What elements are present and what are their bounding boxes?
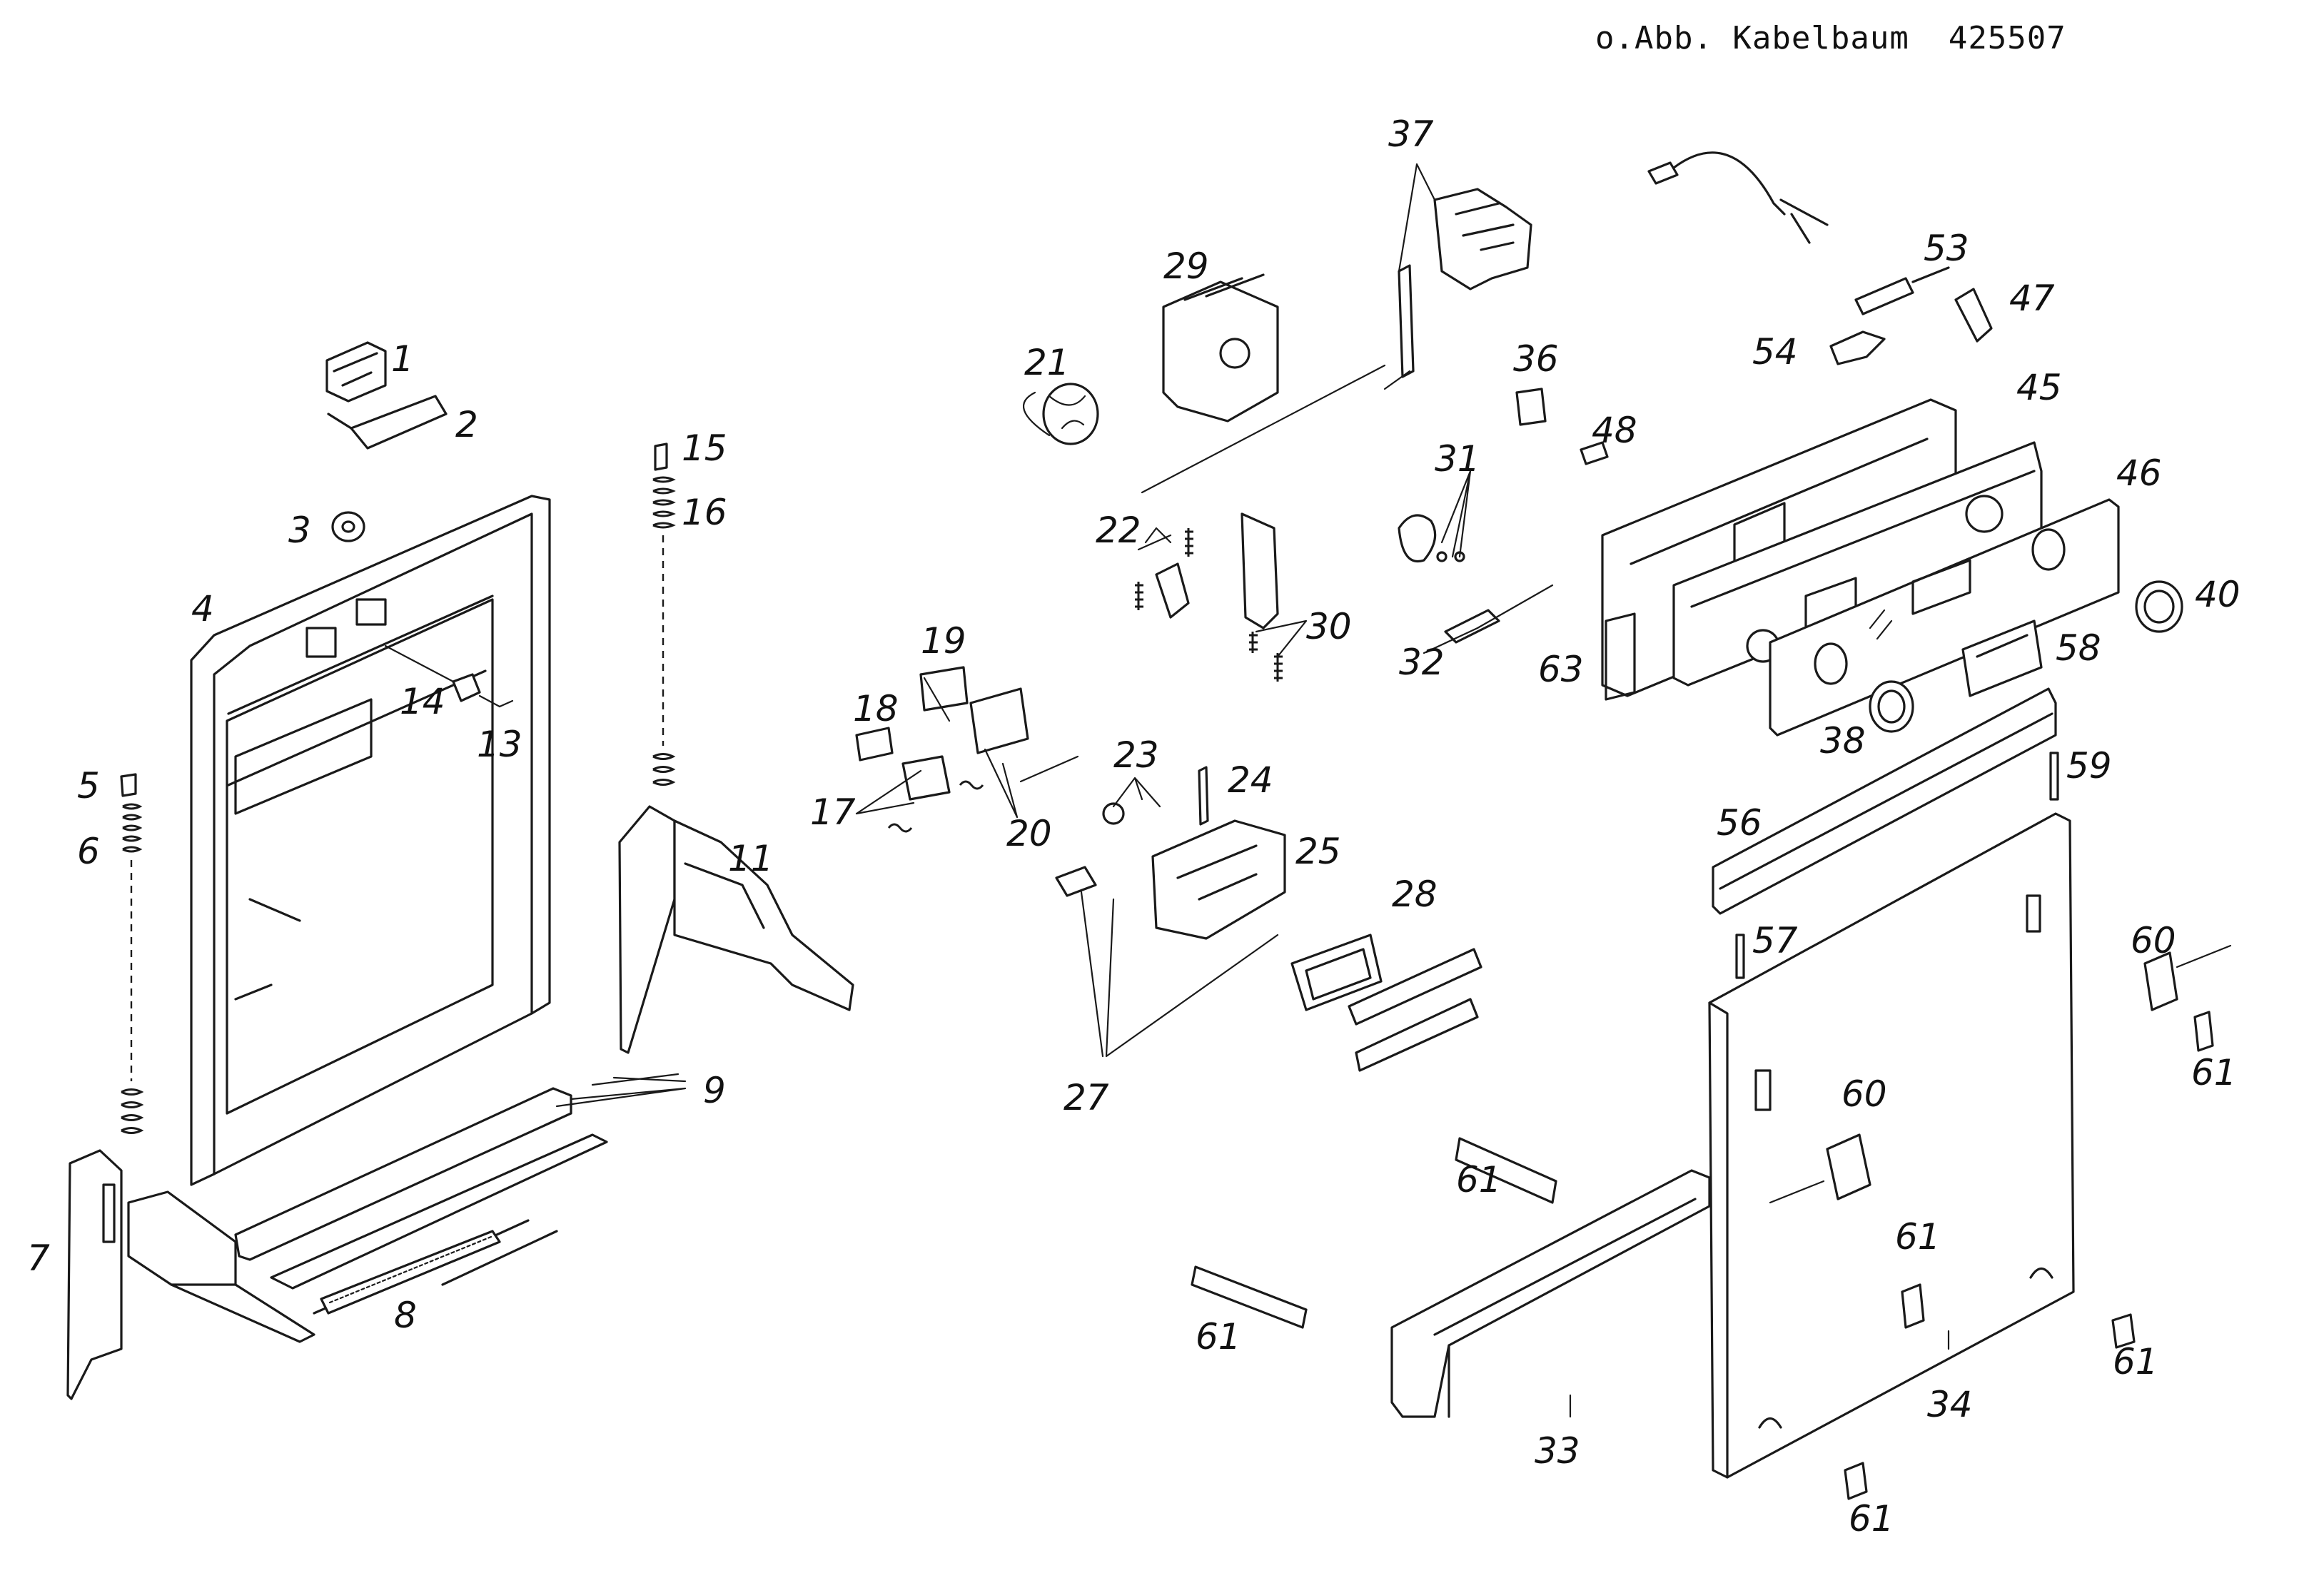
knob-40-part xyxy=(2135,580,2183,633)
timer-wheel-part xyxy=(1022,383,1099,445)
callout-32: 32 xyxy=(1399,642,1445,683)
indicator-lamps-part xyxy=(855,666,1079,833)
leader-lines xyxy=(591,163,1950,1418)
right-spring-part xyxy=(652,442,676,786)
fixing-clips-61-part xyxy=(1191,1011,2214,1500)
callout-33: 33 xyxy=(1535,1430,1580,1472)
callout-22: 22 xyxy=(1096,510,1141,551)
callout-63: 63 xyxy=(1538,649,1584,690)
callout-3: 3 xyxy=(288,510,311,551)
callout-4: 4 xyxy=(191,588,214,629)
callout-9: 9 xyxy=(703,1070,726,1111)
callout-45: 45 xyxy=(2016,367,2062,408)
callout-46: 46 xyxy=(2116,452,2162,494)
callout-48: 48 xyxy=(1592,410,1637,451)
callout-29: 29 xyxy=(1163,246,1209,287)
callout-5: 5 xyxy=(77,765,100,806)
fuse-holder-part xyxy=(1515,388,1609,465)
callout-61f: 61 xyxy=(1849,1498,1894,1539)
door-lock-60-part xyxy=(1769,944,2232,1204)
frame-28-part xyxy=(1290,934,1482,1072)
bottom-rail-part xyxy=(234,1087,687,1315)
callout-59: 59 xyxy=(2066,745,2112,786)
callout-labels: 1 2 3 4 5 6 7 8 9 11 13 14 15 16 17 18 1… xyxy=(27,113,2240,1539)
callout-21: 21 xyxy=(1024,342,1070,383)
callout-34: 34 xyxy=(1927,1384,1973,1425)
callout-8: 8 xyxy=(394,1295,417,1336)
callout-14: 14 xyxy=(400,681,445,722)
callout-37: 37 xyxy=(1388,113,1434,155)
kick-panel-33-part xyxy=(1390,1169,1711,1418)
callout-47: 47 xyxy=(2009,278,2055,319)
door-lock-part xyxy=(325,341,448,450)
callout-28: 28 xyxy=(1392,874,1438,915)
callout-61d: 61 xyxy=(2191,1052,2237,1093)
relay-part xyxy=(1102,766,1286,940)
callout-15: 15 xyxy=(682,428,727,469)
callout-7: 7 xyxy=(27,1238,50,1279)
screw-57-59-part xyxy=(1735,752,2059,979)
callout-53: 53 xyxy=(1924,228,1969,269)
callout-25: 25 xyxy=(1295,831,1341,872)
callout-23: 23 xyxy=(1113,734,1159,776)
callout-36: 36 xyxy=(1513,338,1559,380)
callout-2: 2 xyxy=(455,404,478,445)
callout-40: 40 xyxy=(2195,574,2240,615)
callout-16: 16 xyxy=(682,492,727,533)
callout-30: 30 xyxy=(1306,606,1352,647)
callout-24: 24 xyxy=(1228,759,1273,801)
switch-lever-part xyxy=(1055,866,1279,1058)
timer-motor-part xyxy=(1141,273,1386,494)
callout-13: 13 xyxy=(477,724,522,765)
callout-57: 57 xyxy=(1752,920,1798,961)
callout-56: 56 xyxy=(1717,802,1762,844)
callout-60a: 60 xyxy=(1841,1073,1887,1115)
callout-17: 17 xyxy=(810,791,856,833)
left-hinge-part xyxy=(66,1149,315,1400)
callout-61a: 61 xyxy=(1456,1159,1502,1200)
callout-54: 54 xyxy=(1752,331,1798,373)
terminal-block-part xyxy=(1423,584,1554,654)
callout-27: 27 xyxy=(1064,1077,1109,1118)
contact-set-part xyxy=(1398,514,1465,563)
callout-18: 18 xyxy=(853,688,899,729)
outer-door-panel-part xyxy=(1708,812,2075,1479)
callout-6: 6 xyxy=(77,831,100,872)
callout-61b: 61 xyxy=(1196,1316,1241,1357)
right-hinge-part xyxy=(618,805,854,1054)
callout-1: 1 xyxy=(391,338,414,380)
bracket-30-part xyxy=(1241,512,1283,682)
seal-strip-56-part xyxy=(1712,687,2057,915)
callout-19: 19 xyxy=(921,620,966,662)
switch-part xyxy=(384,644,514,708)
selector-53-54-part xyxy=(1829,266,1993,365)
callout-61e: 61 xyxy=(2113,1341,2158,1382)
callout-31: 31 xyxy=(1435,438,1480,480)
callout-61c: 61 xyxy=(1895,1216,1941,1258)
callout-11: 11 xyxy=(728,838,774,879)
callout-38: 38 xyxy=(1820,720,1866,762)
inner-door-frame-part xyxy=(190,495,551,1186)
knob-38-part xyxy=(1869,680,1914,733)
callout-20: 20 xyxy=(1006,813,1052,854)
spring-contacts-part xyxy=(1135,528,1193,619)
callout-58: 58 xyxy=(2056,627,2101,669)
clip-part xyxy=(331,511,365,542)
rocker-arm-part xyxy=(1383,188,1532,390)
callout-60b: 60 xyxy=(2131,920,2176,961)
control-panel-cover-part xyxy=(1769,498,2120,737)
mains-cable-part xyxy=(1647,151,1829,244)
drawing-title: o.Abb. Kabelbaum 425507 xyxy=(1595,20,2066,56)
left-spring-part xyxy=(120,773,144,1134)
handle-58-part xyxy=(1961,619,2043,697)
